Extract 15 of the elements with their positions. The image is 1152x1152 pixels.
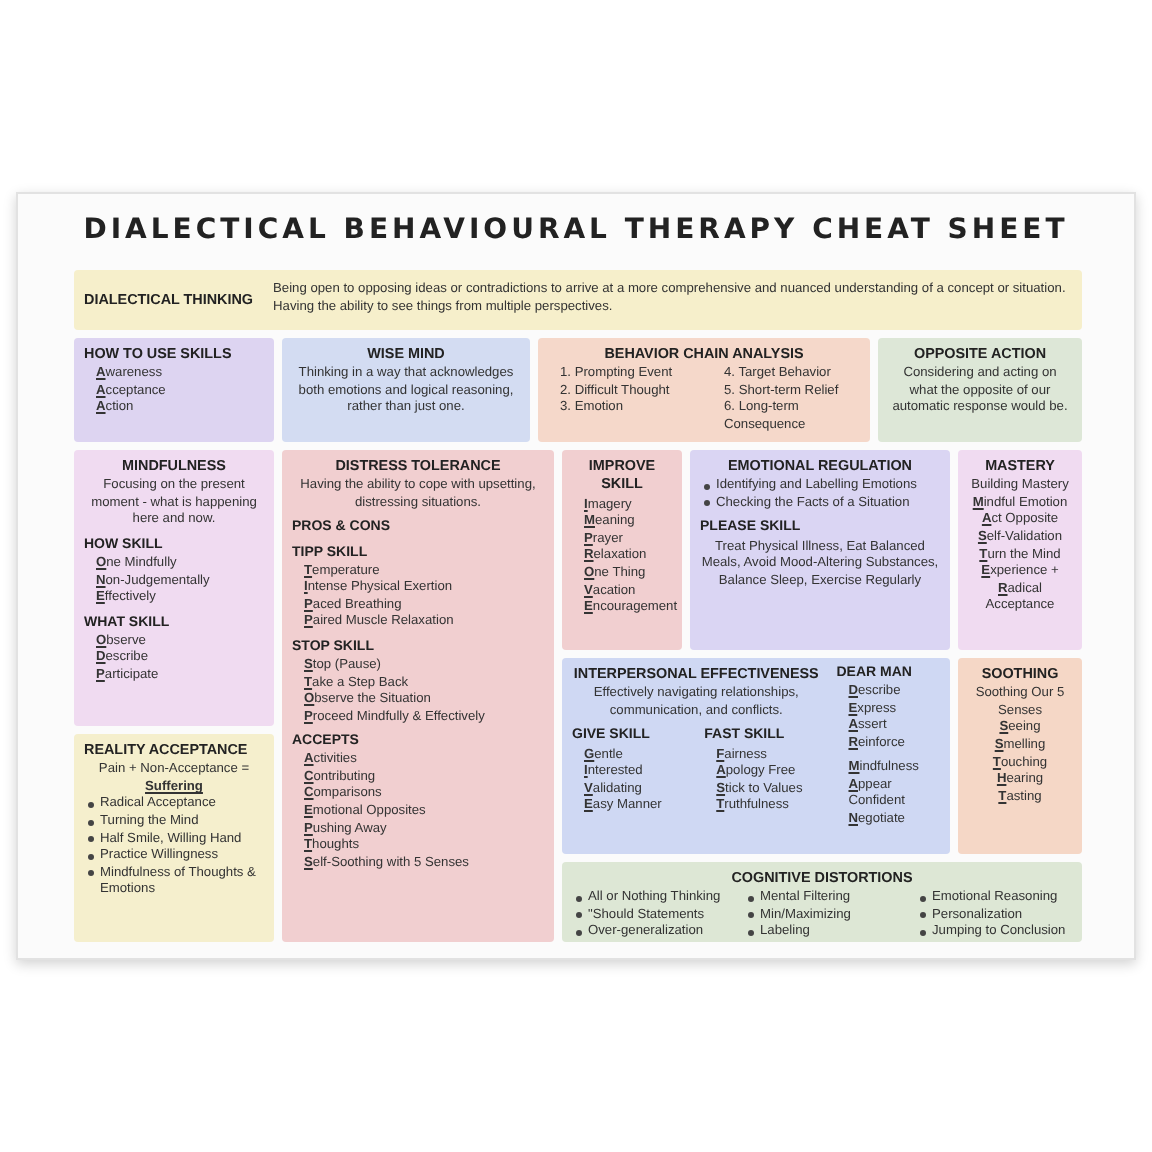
- section-panel: [562, 862, 1082, 942]
- poster-title: DIALECTICAL BEHAVIOURAL THERAPY CHEAT SHEET: [81, 214, 1071, 246]
- section-panel: [538, 338, 870, 442]
- section-panel: [74, 734, 274, 942]
- section-panel: [562, 450, 682, 650]
- section-panel: [282, 338, 530, 442]
- section-panel: [690, 450, 950, 650]
- section-panel: [958, 450, 1082, 650]
- section-panel: [958, 658, 1082, 854]
- section-panel: [562, 658, 950, 854]
- section-panel: [878, 338, 1082, 442]
- section-panel: [74, 270, 1082, 330]
- section-panel: [74, 450, 274, 726]
- section-panel: [282, 450, 554, 942]
- section-panel: [74, 338, 274, 442]
